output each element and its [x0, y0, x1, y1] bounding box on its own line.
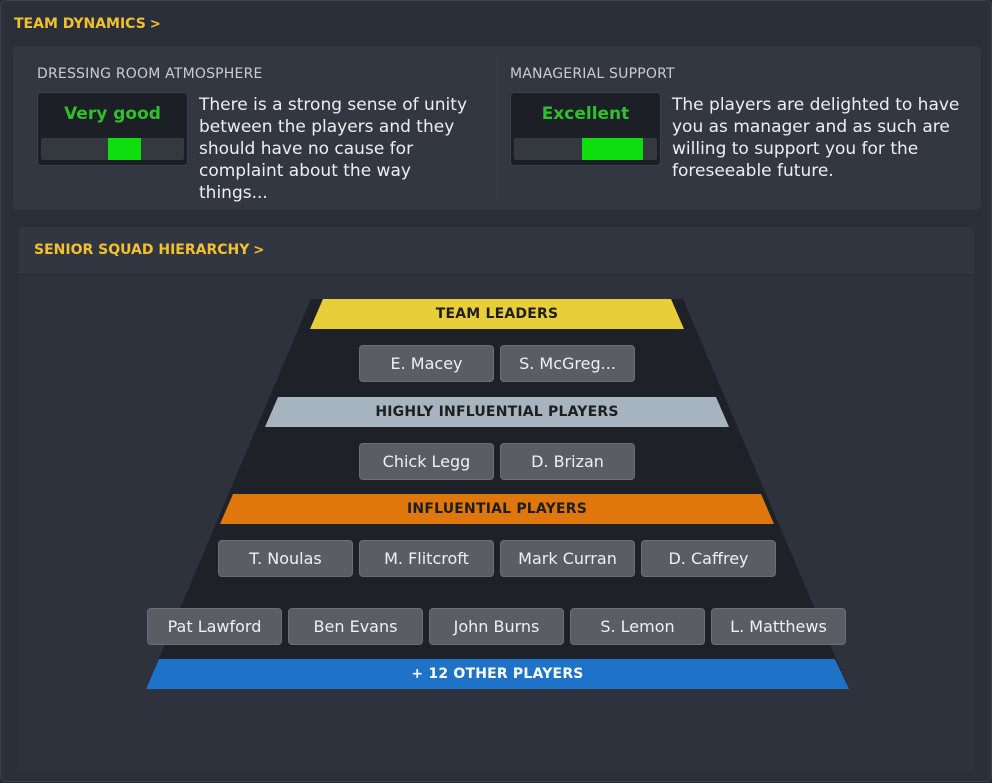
managerial-support-gauge-track — [514, 138, 657, 160]
tier-label-team-leaders: TEAM LEADERS — [435, 306, 559, 322]
player-chip-e-macey[interactable]: E. Macey — [359, 345, 494, 382]
player-chip-chick-legg[interactable]: Chick Legg — [359, 443, 494, 480]
managerial-support-card: MANAGERIAL SUPPORT Excellent The players… — [503, 46, 965, 210]
squad-hierarchy-header: SENIOR SQUAD HIERARCHY> — [19, 227, 974, 275]
managerial-support-rating: Excellent — [541, 104, 630, 124]
dressing-room-rating: Very good — [64, 104, 161, 124]
squad-hierarchy-link[interactable]: SENIOR SQUAD HIERARCHY> — [34, 242, 264, 258]
team-dynamics-header-link[interactable]: TEAM DYNAMICS> — [14, 16, 161, 32]
player-chip-d-brizan[interactable]: D. Brizan — [500, 443, 635, 480]
managerial-support-gauge-fill — [582, 138, 643, 160]
player-chip-t-noulas[interactable]: T. Noulas — [218, 540, 353, 577]
dressing-room-card: DRESSING ROOM ATMOSPHERE Very good There… — [13, 46, 491, 210]
chevron-right-icon: > — [149, 17, 161, 32]
player-chip-ben-evans[interactable]: Ben Evans — [288, 608, 423, 645]
player-chip-pat-lawford[interactable]: Pat Lawford — [147, 608, 282, 645]
dressing-room-gauge-track — [41, 138, 184, 160]
dressing-room-gauge: Very good — [37, 92, 188, 166]
dressing-room-description: There is a strong sense of unity between… — [199, 95, 468, 203]
player-chip-s-mcgregor[interactable]: S. McGreg... — [500, 345, 635, 382]
team-dynamics-title: TEAM DYNAMICS — [14, 16, 146, 32]
card-divider — [497, 56, 498, 200]
managerial-support-title: MANAGERIAL SUPPORT — [510, 66, 675, 82]
tier-label-other-players: + 12 OTHER PLAYERS — [411, 666, 584, 682]
dressing-room-gauge-fill — [108, 138, 141, 160]
chevron-right-icon: > — [253, 243, 265, 258]
player-chip-m-flitcroft[interactable]: M. Flitcroft — [359, 540, 494, 577]
squad-hierarchy-title: SENIOR SQUAD HIERARCHY — [34, 242, 250, 258]
managerial-support-description: The players are delighted to have you as… — [672, 95, 960, 181]
player-chip-d-caffrey[interactable]: D. Caffrey — [641, 540, 776, 577]
dressing-room-title: DRESSING ROOM ATMOSPHERE — [37, 66, 263, 82]
managerial-support-gauge: Excellent — [510, 92, 661, 166]
player-chip-l-matthews[interactable]: L. Matthews — [711, 608, 846, 645]
player-chip-mark-curran[interactable]: Mark Curran — [500, 540, 635, 577]
player-chip-john-burns[interactable]: John Burns — [429, 608, 564, 645]
tier-label-influential: INFLUENTIAL PLAYERS — [407, 501, 587, 517]
dynamics-overview-panel: DRESSING ROOM ATMOSPHERE Very good There… — [13, 46, 981, 210]
tier-label-highly-influential: HIGHLY INFLUENTIAL PLAYERS — [375, 404, 619, 420]
player-chip-s-lemon[interactable]: S. Lemon — [570, 608, 705, 645]
